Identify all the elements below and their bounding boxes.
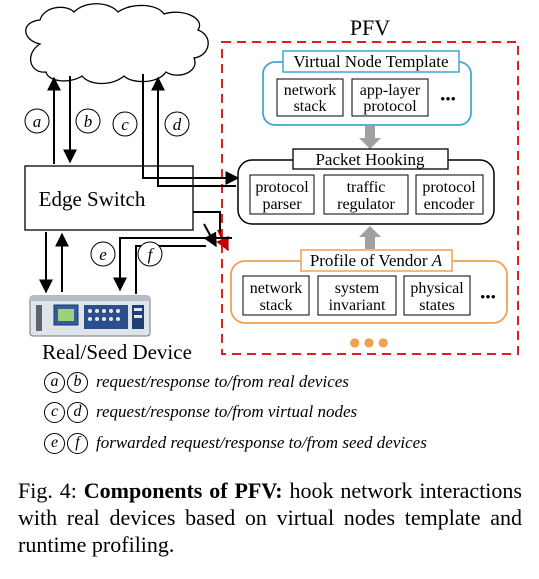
svg-text:protocol: protocol: [255, 179, 309, 196]
profile-to-hooking-arrow: [359, 226, 381, 249]
svg-text:parser: parser: [262, 196, 302, 213]
svg-text:invariant: invariant: [329, 297, 386, 314]
edge-switch-label: Edge Switch: [39, 187, 146, 211]
edge-switch-box: [24, 165, 194, 231]
profile-box-physical-states: physical states: [403, 275, 471, 316]
svg-text:e: e: [99, 245, 107, 264]
legend-label-d: d: [67, 401, 88, 423]
packet-hooking-title: Packet Hooking: [315, 150, 425, 169]
hooking-box-protocol-encoder: protocol encoder: [415, 174, 484, 215]
svg-text:network: network: [284, 82, 336, 99]
svg-text:states: states: [419, 297, 455, 314]
svg-text:f: f: [148, 245, 155, 264]
pfv-title: PFV: [350, 15, 390, 40]
legend-label-c: c: [44, 401, 65, 423]
legend-row-real-devices: a b request/response to/from real device…: [44, 370, 349, 394]
legend-label-f: f: [67, 432, 88, 454]
svg-text:system: system: [335, 280, 380, 297]
virtual-node-template-title: Virtual Node Template: [293, 52, 448, 71]
svg-text:protocol: protocol: [363, 98, 417, 115]
template-more-dots: •••: [440, 92, 456, 108]
svg-text:a: a: [33, 112, 42, 131]
pfv-diagram: PFV Edge Switch a b c d e f: [24, 3, 519, 364]
hooking-box-traffic-regulator: traffic regulator: [323, 174, 409, 215]
svg-text:c: c: [121, 115, 129, 134]
template-box-app-layer-protocol: app-layer protocol: [351, 78, 429, 117]
svg-text:regulator: regulator: [337, 196, 395, 213]
arrow-label-e: e: [90, 241, 116, 267]
legend-label-b: b: [67, 371, 88, 393]
legend-row-virtual-nodes: c d request/response to/from virtual nod…: [44, 400, 357, 424]
pfv-region: [221, 41, 519, 355]
hooking-box-protocol-parser: protocol parser: [249, 174, 315, 215]
arrow-label-a: a: [24, 108, 50, 134]
legend-text: forwarded request/response to/from seed …: [96, 433, 427, 452]
profile-box-system-invariant: system invariant: [317, 275, 397, 316]
profile-more-dots: •••: [480, 290, 496, 306]
arrow-label-c: c: [112, 111, 138, 137]
legend-label-e: e: [44, 432, 65, 454]
device-graphic: [29, 295, 151, 337]
profile-of-vendor-title: Profile of Vendor A: [310, 251, 443, 270]
arrow-label-b: b: [75, 108, 101, 134]
svg-text:network: network: [250, 280, 302, 297]
arrow-label-f: f: [137, 241, 163, 267]
device-label: Real/Seed Device: [42, 340, 192, 364]
svg-text:stack: stack: [260, 297, 293, 314]
caption-rest: hook network interactions with real devi…: [18, 478, 522, 557]
arrow-label-d: d: [164, 111, 190, 137]
svg-text:stack: stack: [294, 98, 327, 115]
legend-text: request/response to/from real devices: [96, 372, 349, 391]
svg-text:app-layer: app-layer: [360, 82, 421, 99]
legend-row-seed-devices: e f forwarded request/response to/from s…: [44, 431, 427, 455]
profile-box-network-stack: network stack: [242, 275, 310, 316]
template-to-hooking-arrow: [359, 126, 381, 149]
cloud-shape: [25, 3, 209, 85]
caption-prefix: Fig. 4:: [18, 478, 84, 503]
caption-bold: Components of PFV:: [83, 478, 283, 503]
svg-text:encoder: encoder: [424, 196, 475, 213]
svg-text:protocol: protocol: [422, 179, 476, 196]
figure-caption: Fig. 4: Components of PFV: hook network …: [18, 477, 522, 558]
legend-text: request/response to/from virtual nodes: [96, 402, 358, 421]
svg-text:b: b: [84, 112, 93, 131]
template-box-network-stack: network stack: [276, 78, 344, 117]
profile-stack-dots: ● ● ●: [349, 335, 388, 349]
legend-label-a: a: [44, 371, 65, 393]
svg-text:physical: physical: [410, 280, 464, 297]
svg-text:d: d: [173, 115, 182, 134]
svg-text:traffic: traffic: [347, 179, 386, 196]
